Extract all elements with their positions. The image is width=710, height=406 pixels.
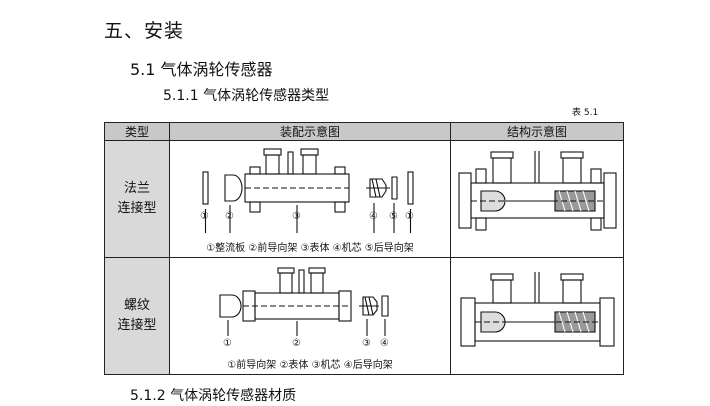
structure-figure-flange — [450, 140, 624, 258]
sensor-type-table: 类型 装配示意图 结构示意图 法兰 连接型 — [104, 122, 624, 375]
part-marker: ③ — [362, 338, 371, 349]
part-marker: ② — [292, 338, 301, 349]
threaded-structure-drawing — [460, 272, 615, 347]
table-row-flange: 法兰 连接型 — [104, 140, 624, 258]
structure-figure-threaded — [450, 257, 624, 375]
part-marker: ④ — [369, 211, 378, 222]
subsection-title: 5.1 气体涡轮传感器 — [130, 60, 273, 79]
type-cell-threaded: 螺纹 连接型 — [104, 257, 170, 375]
table-row-threaded: 螺纹 连接型 — [104, 257, 624, 375]
parts-caption: ①整流板 ②前导向架 ③表体 ④机芯 ⑤后导向架 — [206, 243, 414, 254]
subsubsection-title: 5.1.1 气体涡轮传感器类型 — [163, 88, 330, 104]
type-label: 连接型 — [117, 201, 157, 216]
type-label: 法兰 — [123, 181, 150, 196]
part-marker: ④ — [380, 338, 389, 349]
section-title: 五、安装 — [104, 20, 185, 42]
table-header-row: 类型 装配示意图 结构示意图 — [104, 122, 624, 141]
assembly-figure-flange: ① ② ③ ④ ⑤ ① ①整流板 ②前导向架 ③表体 ④机芯 ⑤后导向架 — [169, 140, 451, 258]
next-subsubsection-title: 5.1.2 气体涡轮传感器材质 — [130, 388, 297, 404]
parts-caption: ①前导向架 ②表体 ③机芯 ④后导向架 — [227, 360, 393, 371]
part-marker: ⑤ — [389, 211, 398, 222]
flange-structure-drawing — [458, 151, 617, 231]
type-cell-flange: 法兰 连接型 — [104, 140, 170, 258]
part-marker: ① — [200, 211, 209, 222]
part-marker: ③ — [292, 211, 301, 222]
part-marker: ② — [225, 211, 234, 222]
type-label: 螺纹 — [123, 298, 150, 313]
flange-assembly-drawing — [202, 148, 414, 233]
assembly-figure-threaded: ① ② ③ ④ ①前导向架 ②表体 ③机芯 ④后导向架 — [169, 257, 451, 375]
threaded-assembly-drawing — [219, 267, 389, 336]
header-structure: 结构示意图 — [450, 122, 624, 141]
table-number: 表 5.1 — [572, 108, 599, 118]
part-marker: ① — [223, 338, 232, 349]
header-assembly: 装配示意图 — [169, 122, 451, 141]
type-label: 连接型 — [117, 318, 157, 333]
part-marker: ① — [405, 211, 414, 222]
header-type: 类型 — [104, 122, 170, 141]
